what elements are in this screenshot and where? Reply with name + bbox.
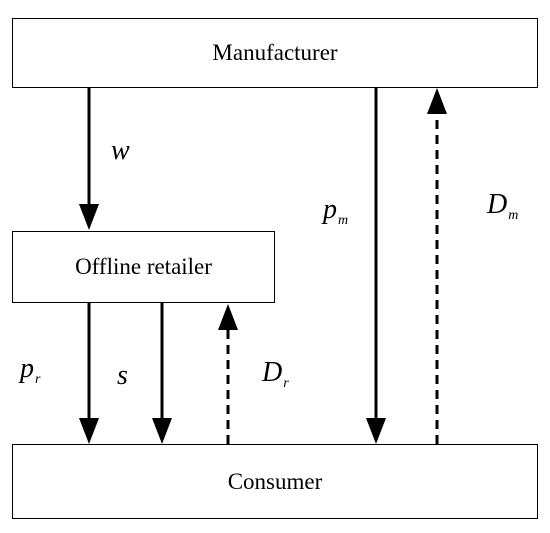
manufacturer-label: Manufacturer [212, 40, 338, 65]
consumer-node: Consumer [12, 444, 538, 519]
symbol-p: p [323, 194, 337, 225]
symbol-D: D [487, 189, 508, 220]
arrow-retail-demand [218, 304, 238, 444]
label-service: s [117, 362, 128, 390]
subscript-r: r [35, 372, 41, 387]
symbol-D: D [262, 357, 283, 388]
arrow-retail-price [79, 303, 99, 444]
consumer-label: Consumer [227, 468, 323, 494]
arrow-service [152, 303, 172, 444]
subscript-m: m [508, 208, 519, 223]
label-wholesale-price: w [111, 137, 130, 165]
label-retail-price: pr [20, 353, 40, 387]
symbol-p: p [20, 353, 34, 384]
label-direct-demand: Dm [487, 189, 518, 223]
manufacturer-node: Manufacturer [12, 18, 538, 88]
symbol-s: s [117, 360, 128, 391]
offline-retailer-node: Offline retailer [12, 231, 275, 303]
label-retail-demand: Dr [262, 357, 289, 391]
symbol-w: w [111, 135, 130, 166]
arrow-direct-demand [427, 88, 447, 444]
label-direct-price: pm [323, 194, 348, 228]
arrow-wholesale-price [79, 88, 99, 230]
arrow-direct-price [366, 88, 386, 444]
offline-retailer-label: Offline retailer [75, 254, 212, 279]
subscript-m: m [338, 213, 349, 228]
subscript-r: r [283, 376, 289, 391]
